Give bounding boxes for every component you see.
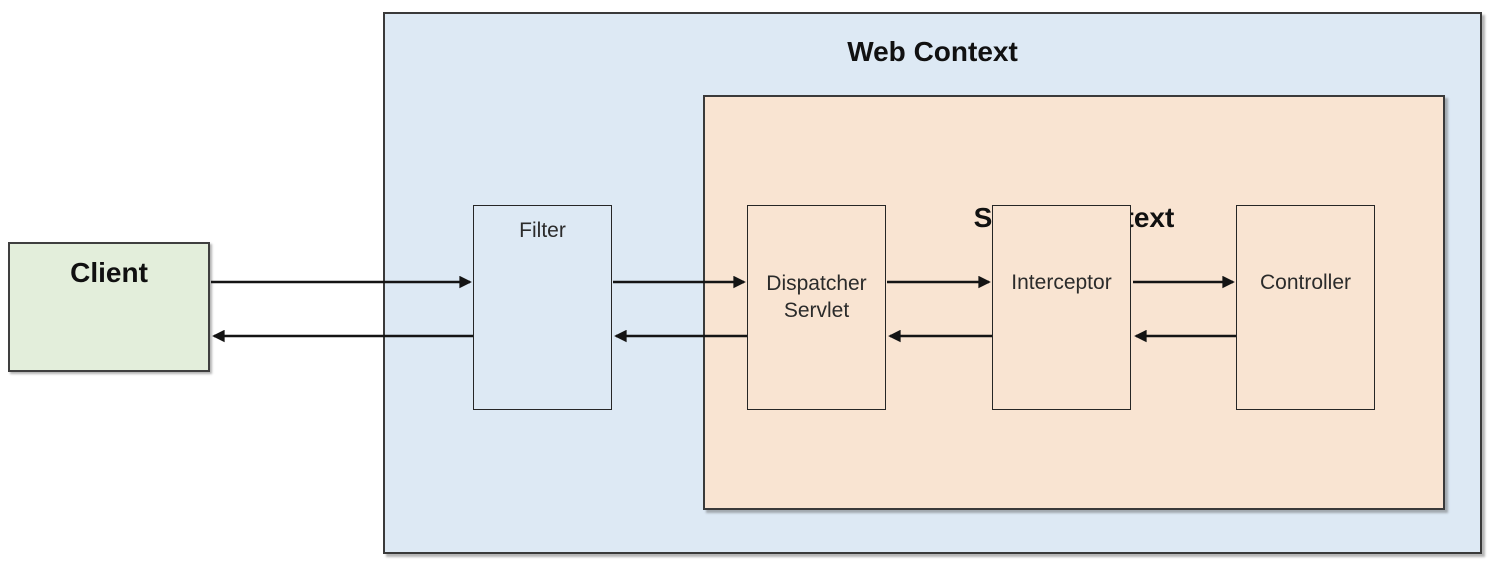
client-node-label: Client bbox=[70, 257, 148, 288]
controller-node: Controller bbox=[1236, 205, 1375, 410]
dispatcher-servlet-node: Dispatcher Servlet bbox=[747, 205, 886, 410]
filter-node-label: Filter bbox=[519, 219, 566, 242]
web-context-title: Web Context bbox=[847, 36, 1018, 67]
interceptor-node-label: Interceptor bbox=[1011, 271, 1112, 294]
filter-node: Filter bbox=[473, 205, 612, 410]
client-node: Client bbox=[8, 242, 210, 372]
controller-node-label: Controller bbox=[1259, 271, 1352, 294]
dispatcher-servlet-node-label: Dispatcher Servlet bbox=[766, 271, 867, 322]
interceptor-node: Interceptor bbox=[992, 205, 1131, 410]
